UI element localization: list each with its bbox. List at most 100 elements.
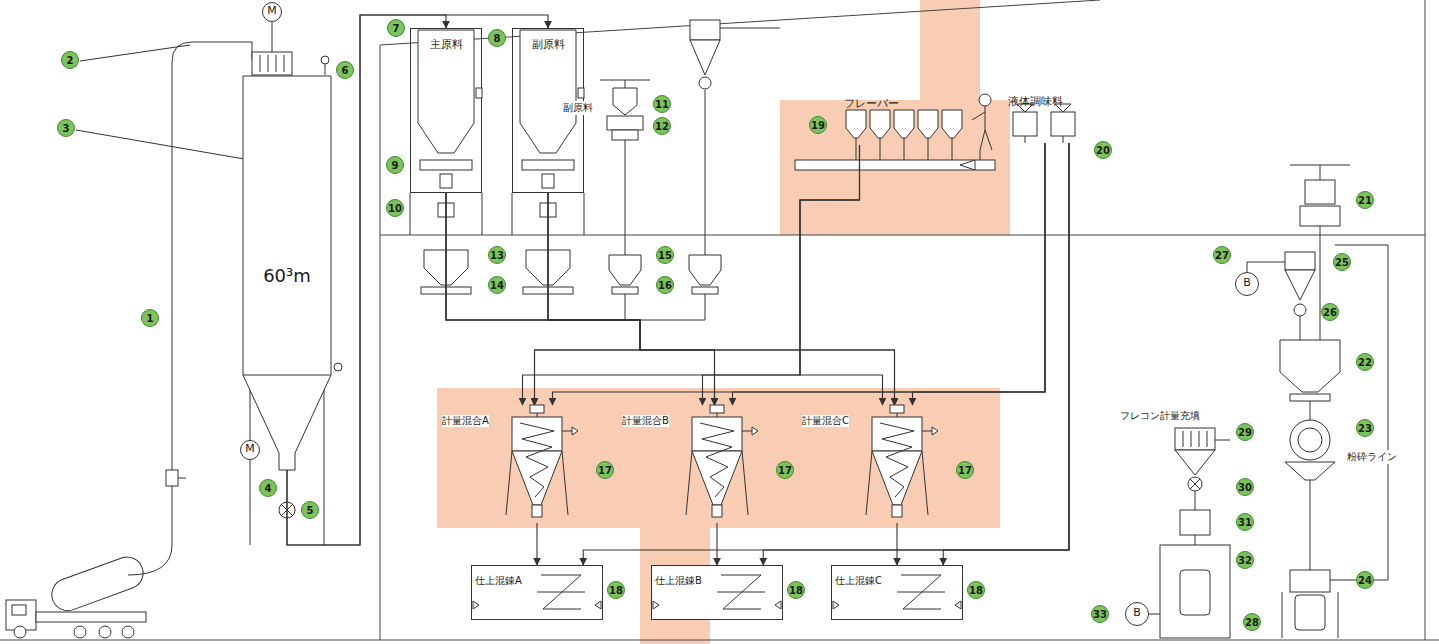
callout-number: 18 — [787, 581, 805, 599]
label-text: 12 — [655, 121, 669, 132]
shape-part — [1063, 136, 1064, 143]
label-text: 20 — [1096, 145, 1110, 156]
bag-filling-station — [1188, 477, 1202, 491]
shape-outline — [866, 405, 938, 517]
label-text: 17 — [598, 465, 612, 476]
shape-part — [692, 417, 742, 451]
shape-part — [897, 592, 945, 593]
shape-part — [537, 592, 585, 593]
silo-top-equipment — [268, 55, 269, 72]
milling-line — [1300, 316, 1301, 340]
finish-kneader: 仕上混錬C — [831, 565, 963, 620]
liquid-seasoning-tank: 液体調味料 — [1005, 88, 1085, 143]
shape-outline — [652, 566, 783, 620]
label-text: 30 — [1238, 482, 1252, 493]
label-text: 19 — [811, 120, 825, 131]
node-label: 仕上混錬B — [655, 575, 702, 587]
node-outline — [651, 565, 783, 620]
highlight-band — [437, 0, 1010, 644]
label-text: 副原料 — [563, 102, 593, 113]
callout-number: 12 — [653, 117, 671, 135]
connectors — [287, 15, 1069, 565]
shape-part — [522, 160, 574, 170]
worker-figure — [985, 130, 992, 150]
transfer-pipe — [166, 470, 178, 486]
milling-line — [1310, 401, 1311, 420]
leader-line — [76, 130, 250, 160]
milling-line — [1320, 226, 1321, 340]
milling-line — [1295, 595, 1325, 630]
bag-filling-station — [1190, 479, 1200, 489]
milling-line — [1320, 165, 1321, 180]
shape-outline — [263, 3, 282, 22]
label-text: 21 — [1358, 195, 1372, 206]
flow-connector — [583, 143, 1069, 565]
shape-part — [532, 505, 542, 517]
label-text: 18 — [789, 585, 803, 596]
flavor-conveyor — [980, 150, 981, 160]
callout-number: 22 — [1356, 353, 1374, 371]
label-text: 18 — [609, 585, 623, 596]
milling-line — [1290, 570, 1330, 592]
silo-legs-valve — [250, 375, 251, 545]
callout-number: 15 — [656, 246, 674, 264]
shape-part — [473, 601, 479, 609]
off-page-connector: B — [1235, 272, 1259, 296]
shape-part — [928, 138, 929, 160]
label-text: 25 — [1335, 257, 1349, 268]
bag-filling-station — [1183, 431, 1184, 447]
shape-outline — [1236, 273, 1259, 296]
silo-top-equipment — [325, 63, 326, 75]
flow-connector — [913, 143, 1046, 405]
cyclone — [699, 77, 711, 89]
shape-part — [542, 174, 554, 188]
callout-number: 17 — [956, 461, 974, 479]
label-text: 1 — [147, 313, 154, 324]
shape-outline — [411, 29, 483, 193]
shape-part — [932, 427, 938, 435]
node-label: フレーバー — [844, 97, 899, 110]
shape-part — [243, 375, 331, 376]
silo-top-equipment — [276, 55, 277, 72]
callout-number: 29 — [1236, 423, 1254, 441]
highlight-band — [437, 388, 1000, 528]
tanker-truck — [12, 605, 26, 615]
shape-part — [686, 451, 692, 515]
label-text: 9 — [392, 160, 399, 171]
callout-number: 10 — [386, 199, 404, 217]
shape-part — [717, 413, 718, 417]
shape-part — [578, 88, 584, 98]
hopper-frame-legs — [482, 193, 483, 235]
bag-filling-station — [1175, 428, 1215, 450]
shape-part — [846, 110, 866, 138]
shape-part — [520, 423, 554, 497]
flavor-conveyor — [795, 150, 995, 170]
label-text: 27 — [1215, 250, 1229, 261]
silo-top-equipment — [260, 55, 261, 72]
shape-part — [872, 451, 922, 505]
shape-part — [775, 601, 781, 609]
bag-filling-station — [1175, 450, 1215, 475]
milling-line — [1290, 420, 1330, 460]
callout-number: 6 — [336, 61, 354, 79]
bag-filling-station — [1190, 479, 1200, 489]
tanker-truck — [74, 626, 86, 638]
node-outline — [831, 565, 963, 620]
building-outline — [380, 235, 1425, 236]
shape-part — [595, 601, 601, 609]
callout-number: 30 — [1236, 478, 1254, 496]
callout-number: 14 — [488, 276, 506, 294]
label-text: 26 — [1323, 307, 1337, 318]
label-text: 32 — [1238, 555, 1252, 566]
bag-filling-station — [1207, 431, 1208, 447]
flow-connector — [446, 193, 895, 405]
shape-part — [752, 427, 758, 435]
transfer-pipe — [178, 478, 186, 479]
flow-connector — [943, 143, 1069, 565]
bag-filling-station — [1180, 570, 1210, 615]
milling-line — [1285, 270, 1315, 300]
